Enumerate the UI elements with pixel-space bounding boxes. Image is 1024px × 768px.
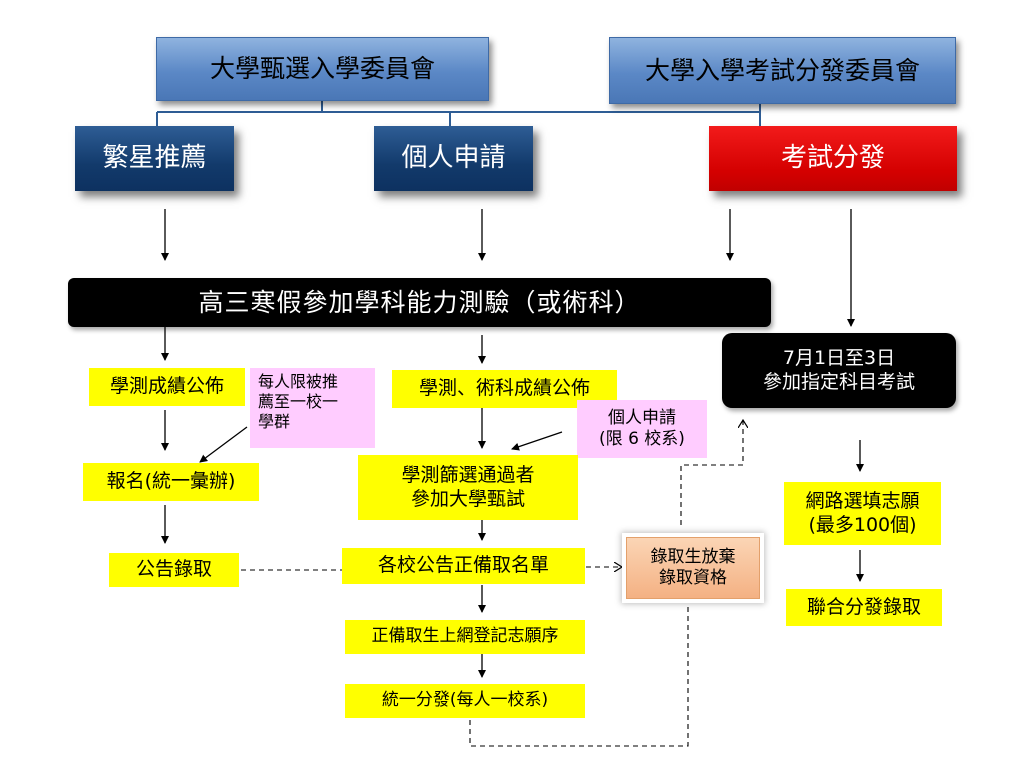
personal-register-order: 正備取生上網登記志願序 (345, 620, 585, 654)
personal-screening: 學測篩選通過者 參加大學甄試 (358, 455, 578, 520)
online-choice-filling: 網路選填志願 (最多100個) (784, 482, 941, 545)
designated-subject-exam: 7月1日至3日 參加指定科目考試 (722, 333, 956, 408)
route-star-recommendation: 繁星推薦 (75, 126, 234, 191)
exam-distribution-committee: 大學入學考試分發委員會 (609, 37, 956, 104)
route-exam-distribution: 考試分發 (709, 126, 957, 191)
personal-list-announcement: 各校公告正備取名單 (342, 548, 585, 584)
joint-distribution-admission: 聯合分發錄取 (786, 589, 942, 626)
route-personal-application: 個人申請 (374, 126, 533, 191)
personal-flow-arrows (478, 335, 563, 678)
personal-limit-note: 個人申請 (限 6 校系) (577, 400, 707, 458)
star-admission-announcement: 公告錄取 (109, 553, 239, 587)
star-flow-arrows (161, 327, 248, 544)
personal-unified-distribution: 統一分發(每人一校系) (345, 684, 585, 718)
route-arrows (161, 209, 855, 327)
star-limit-note: 每人限被推 薦至一校一 學群 (250, 368, 375, 448)
gsat-exam-bar: 高三寒假參加學科能力測驗（或術科） (68, 278, 771, 327)
selection-committee: 大學甄選入學委員會 (156, 37, 489, 101)
committee-tree-lines (156, 101, 761, 126)
star-score-announcement: 學測成績公佈 (89, 368, 245, 406)
give-up-admission-box: 錄取生放棄 錄取資格 (626, 537, 760, 599)
dashed-connectors (241, 420, 743, 747)
star-registration: 報名(統一彙辦) (83, 463, 259, 501)
